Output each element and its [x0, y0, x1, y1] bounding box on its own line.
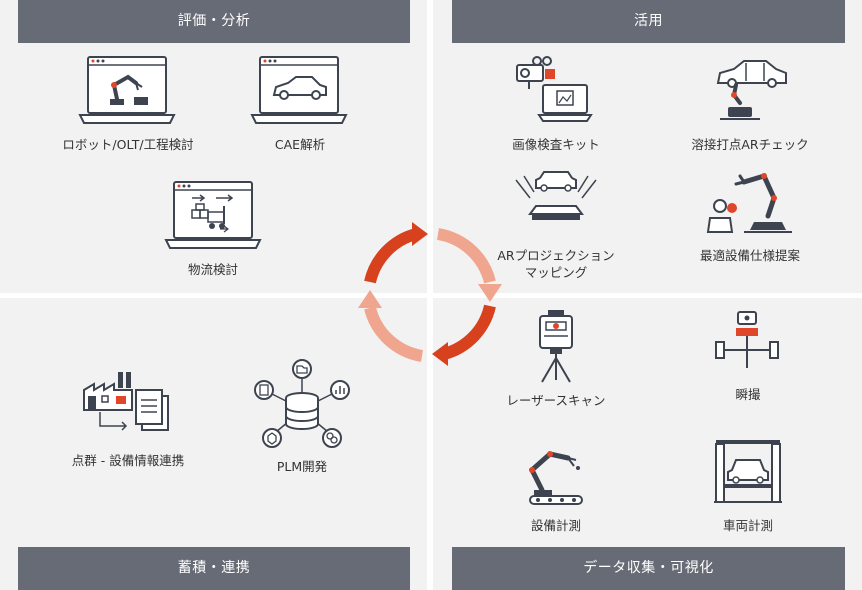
robot-car-body-icon — [712, 55, 792, 131]
factory-documents-icon — [80, 370, 176, 450]
car-lift-icon — [712, 436, 784, 510]
section-title-storage: 蓄積・連携 — [18, 547, 410, 590]
arrow-bottom-left-head — [358, 290, 382, 308]
section-title-utilization: 活用 — [452, 0, 845, 43]
section-title-data-collection: データ収集・可視化 — [452, 547, 845, 590]
item-label-equipment-proposal: 最適設備仕様提案 — [699, 248, 801, 263]
quadrant-data-collection — [433, 298, 862, 590]
item-label-vehicle-measure: 車両計測 — [722, 518, 774, 533]
camera-laptop-icon — [515, 55, 595, 131]
item-label-ar-projection-2: マッピング — [524, 265, 588, 280]
item-label-laser-scanner: レーザースキャン — [506, 393, 606, 408]
item-label-instant-shot: 瞬撮 — [735, 387, 761, 402]
item-label-image-kit: 画像検査キット — [512, 137, 600, 152]
cycle-arrows — [358, 222, 502, 366]
camera-rig-icon — [714, 310, 780, 374]
quadrant-utilization — [433, 0, 862, 293]
projector-car-icon — [510, 170, 602, 246]
item-label-equipment-measure: 設備計測 — [530, 518, 582, 533]
arrow-top-left — [364, 228, 418, 284]
item-label-robot-olt: ロボット/OLT/工程検討 — [62, 137, 194, 152]
arrow-bottom-right-head — [432, 342, 448, 366]
database-hub-icon — [250, 358, 354, 454]
arrow-bottom-right — [442, 304, 496, 360]
item-label-plm: PLM開発 — [276, 459, 328, 474]
laptop-robot-arm-icon — [78, 55, 176, 131]
arrow-top-left-head — [412, 222, 428, 246]
robot-arm-icon — [522, 446, 590, 512]
section-title-evaluation: 評価・分析 — [18, 0, 410, 43]
quadrant-storage — [0, 298, 427, 590]
arrow-top-right-head — [478, 284, 502, 302]
arrow-top-right — [436, 228, 496, 284]
laptop-car-icon — [250, 55, 348, 131]
item-label-point-cloud: 点群 - 設備情報連携 — [71, 453, 185, 468]
item-label-ar-projection-1: ARプロジェクション — [497, 248, 615, 263]
item-label-cae: CAE解析 — [274, 137, 326, 152]
laptop-forklift-icon — [164, 180, 262, 256]
arrow-bottom-left — [364, 306, 424, 362]
worker-robot-icon — [706, 168, 794, 244]
item-label-logistics: 物流検討 — [187, 262, 239, 277]
item-label-ar-check: 溶接打点ARチェック — [691, 137, 809, 152]
laser-scanner-tripod-icon — [534, 308, 578, 388]
